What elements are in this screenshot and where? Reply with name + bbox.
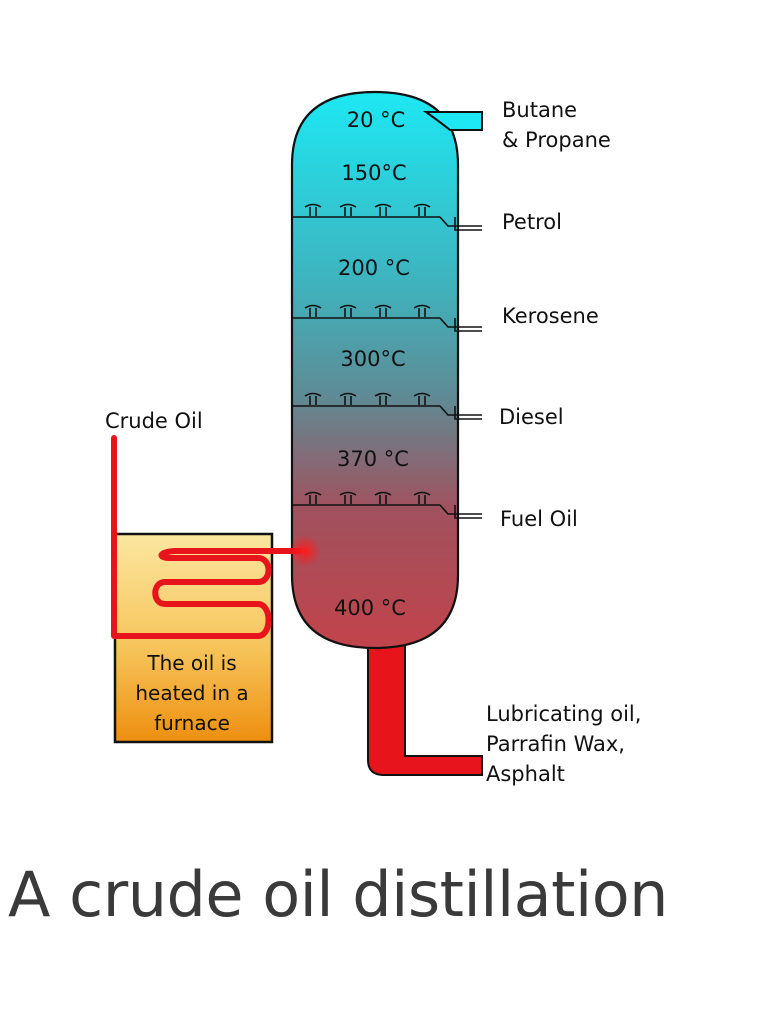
product-label-petrol: Petrol [502,210,562,234]
furnace-text-line-3: furnace [154,711,230,735]
top-outlet-pipe [422,111,483,131]
tray-petrol [293,203,482,231]
temp-label-370: 370 °C [337,447,409,471]
product-label-lubricating-oil: Lubricating oil, [486,702,641,726]
tray-diesel [293,392,482,420]
product-label-propane: & Propane [502,128,611,152]
crude-oil-pipe [111,435,303,639]
distillation-column [290,90,460,650]
crude-oil-label: Crude Oil [105,409,203,433]
tray-kerosene [293,304,482,332]
temp-label-300: 300°C [340,347,405,371]
bottom-outlet-pipe [367,639,483,776]
temp-label-400: 400 °C [334,596,406,620]
temp-label-20: 20 °C [347,108,406,132]
furnace-text-line-2: heated in a [135,681,248,705]
temp-label-200: 200 °C [338,256,410,280]
inlet-glow [289,535,321,567]
product-label-paraffin-wax: Parrafin Wax, [486,732,625,756]
temp-label-150: 150°C [341,161,406,185]
caption: A crude oil distillation [8,858,668,931]
product-label-diesel: Diesel [499,405,564,429]
product-label-fuel-oil: Fuel Oil [500,507,578,531]
product-label-kerosene: Kerosene [502,304,599,328]
product-label-butane: Butane [502,98,577,122]
product-label-asphalt: Asphalt [486,762,565,786]
tray-fuel-oil [293,491,482,519]
furnace-text-line-1: The oil is [146,651,236,675]
